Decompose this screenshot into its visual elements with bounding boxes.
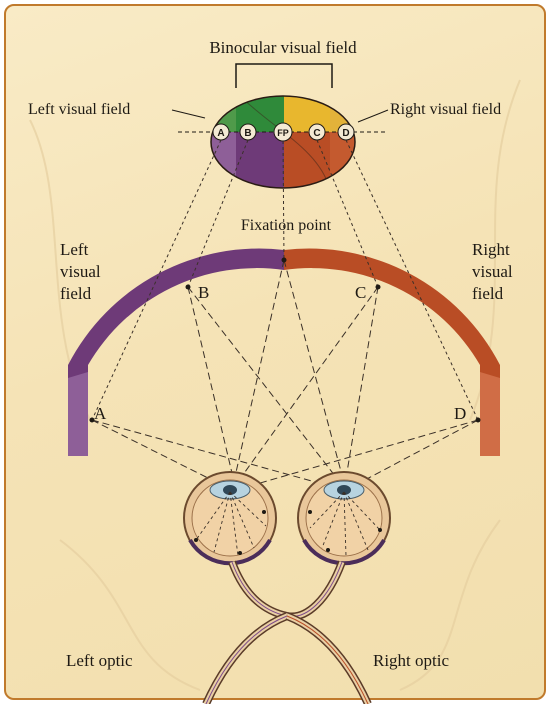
binocular-bracket [236, 64, 332, 88]
optic-nerves [206, 562, 368, 704]
right-field-leader [358, 110, 388, 122]
svg-text:visual: visual [472, 262, 513, 281]
left-optic-label: Left optic [66, 651, 133, 670]
svg-text:Left: Left [60, 240, 89, 259]
arc-label-c: C [355, 283, 366, 302]
right-visual-field-top-label: Right visual field [390, 101, 501, 118]
arc-label-a: A [94, 404, 107, 423]
right-optic-label: Right optic [373, 651, 449, 670]
oval-label-a: A [217, 128, 224, 139]
svg-text:field: field [472, 284, 504, 303]
svg-text:field: field [60, 284, 92, 303]
left-eye [184, 472, 276, 564]
left-side-label: Left visual field [60, 240, 101, 303]
left-visual-field-top-label: Left visual field [28, 101, 130, 118]
oval-label-c: C [313, 128, 320, 139]
fixation-point-label: Fixation point [241, 217, 332, 234]
svg-text:visual: visual [60, 262, 101, 281]
arc-label-b: B [198, 283, 209, 302]
oval-label-b: B [244, 128, 251, 139]
left-field-leader [172, 110, 205, 118]
right-side-label: Right visual field [472, 240, 513, 303]
oval-label-fp: FP [277, 128, 289, 138]
binocular-field-label: Binocular visual field [209, 38, 357, 57]
right-eye [298, 472, 390, 564]
oval-label-d: D [342, 128, 349, 139]
visual-field-arc [68, 249, 500, 456]
arc-label-d: D [454, 404, 466, 423]
svg-text:Right: Right [472, 240, 510, 259]
